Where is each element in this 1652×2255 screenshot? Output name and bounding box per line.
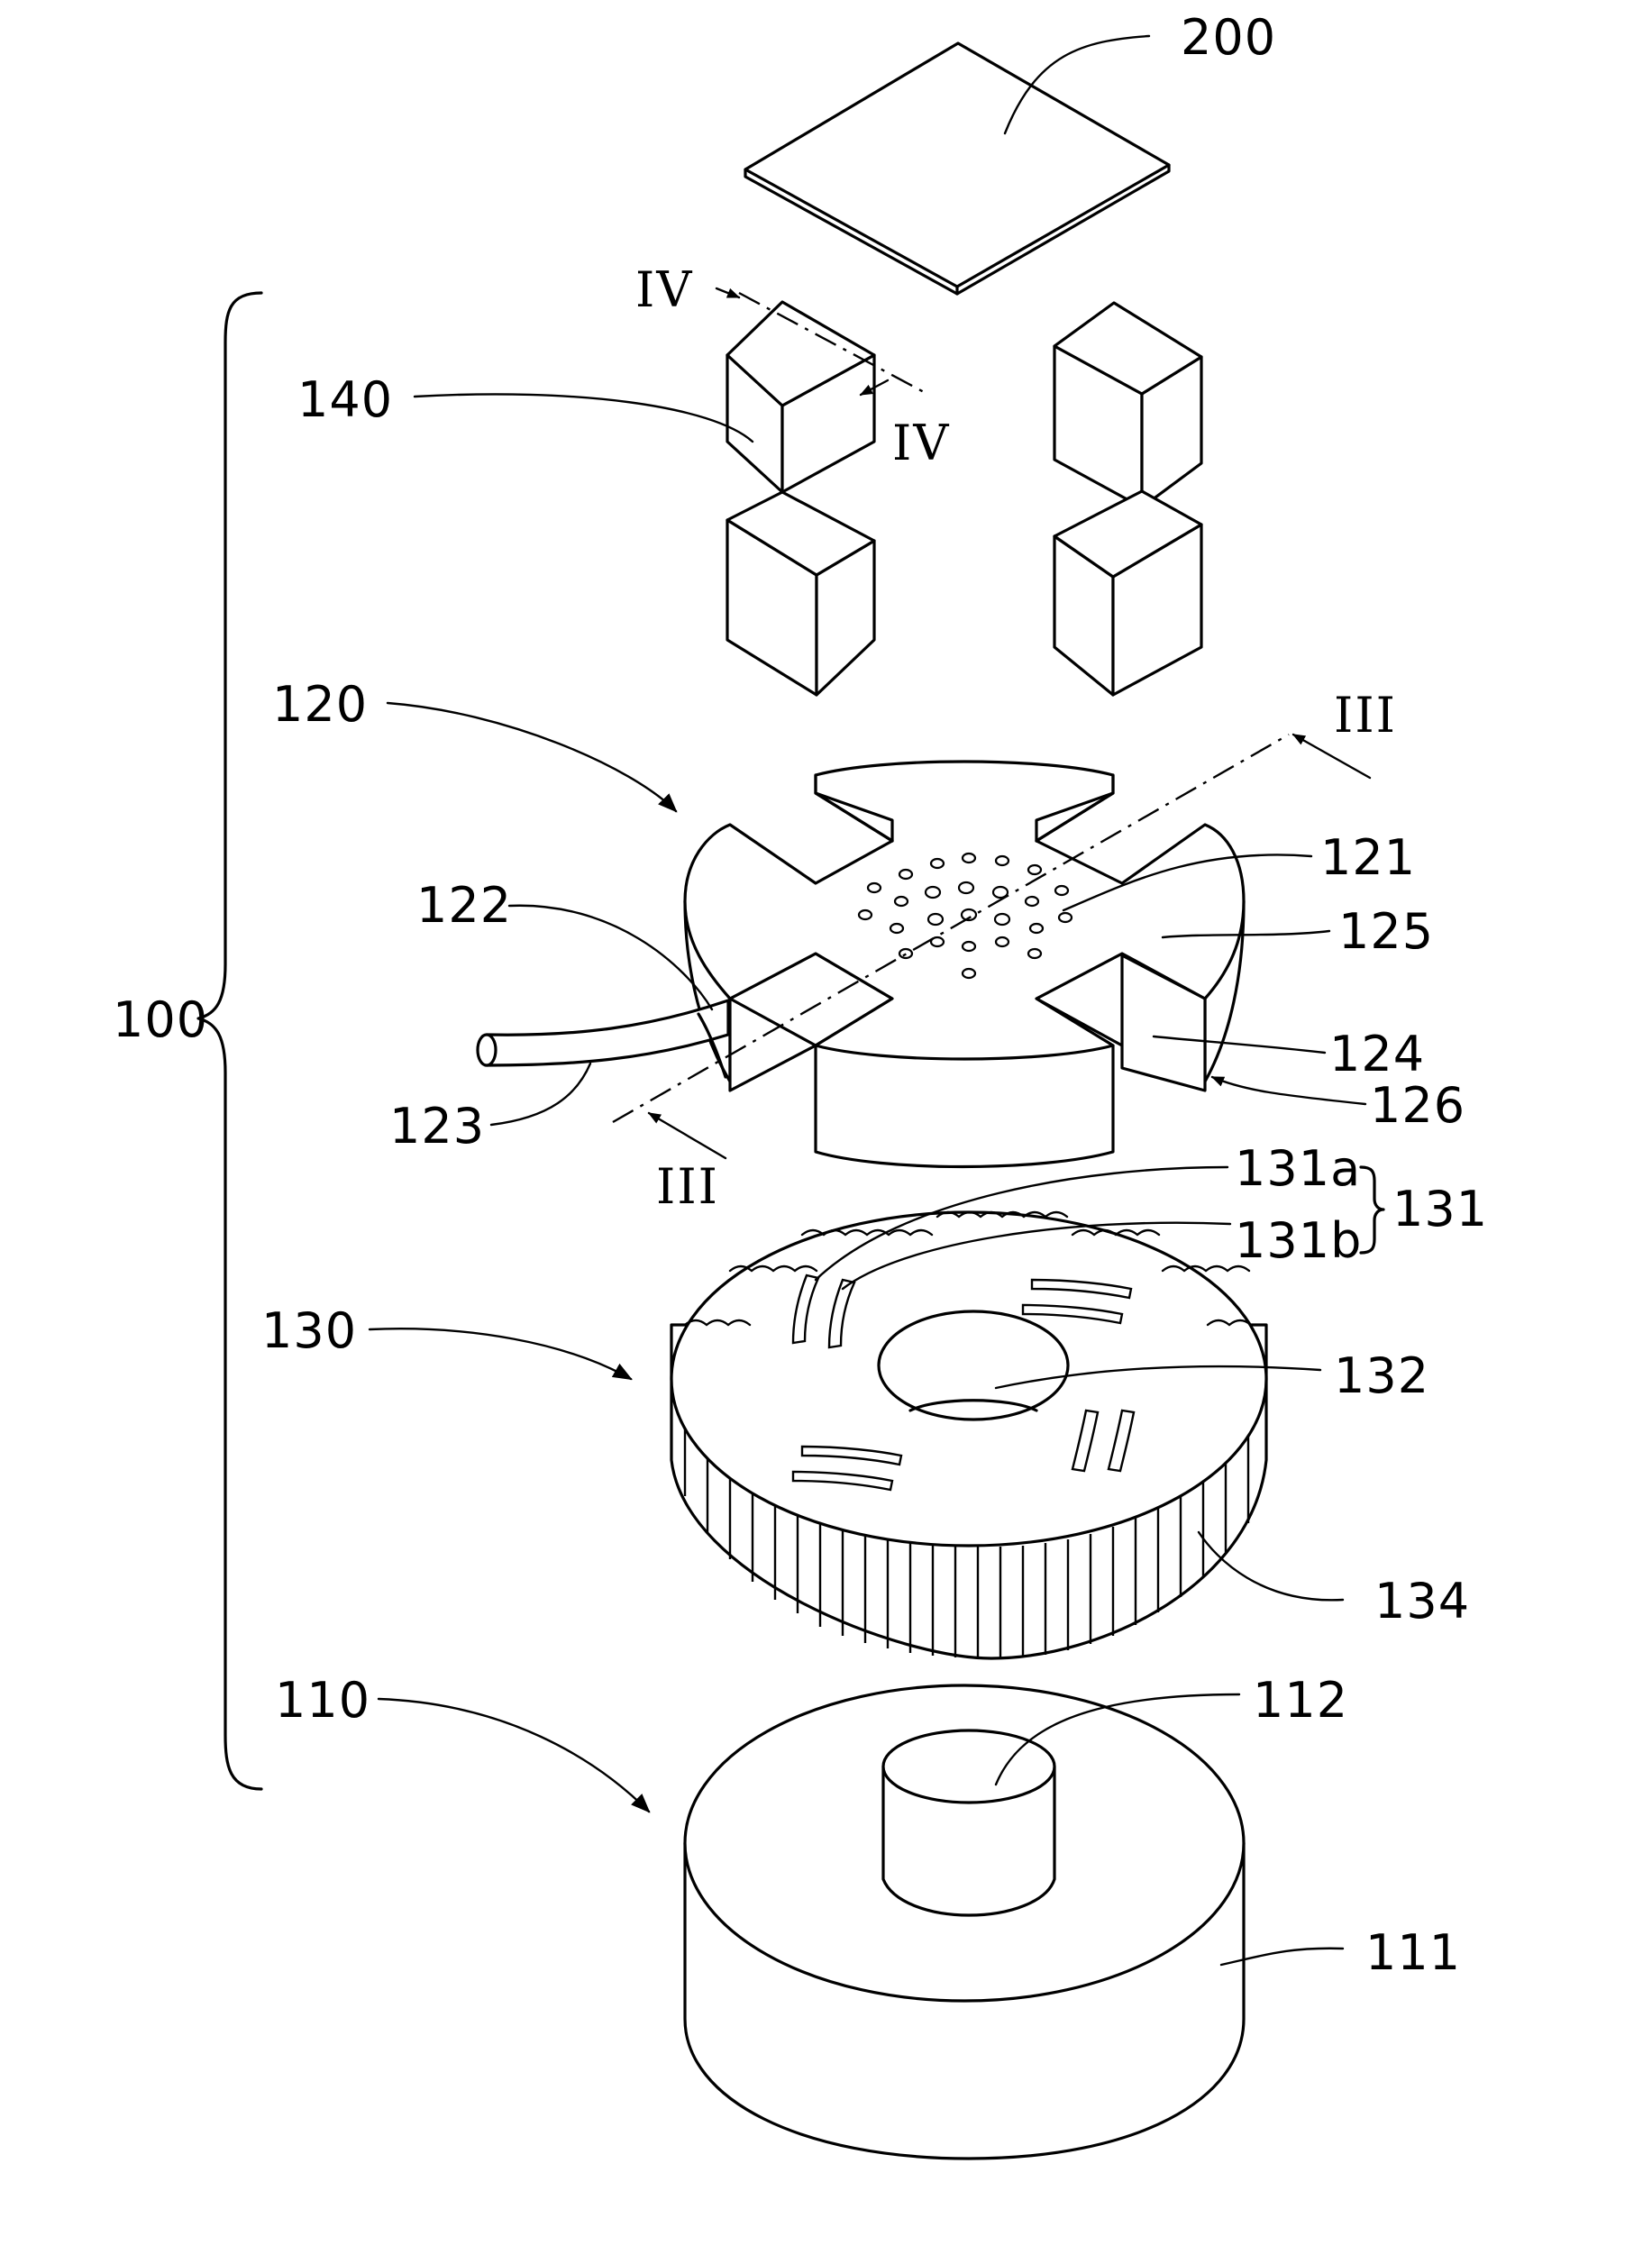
label-111: 111 xyxy=(1365,1924,1461,1981)
section-iv-bottom: IV xyxy=(892,415,950,471)
label-120: 120 xyxy=(272,676,368,733)
section-iii-bottom: III xyxy=(656,1158,719,1215)
label-131b: 131b xyxy=(1235,1212,1362,1269)
label-140: 140 xyxy=(297,371,393,428)
label-123: 123 xyxy=(389,1098,485,1155)
section-iv-top: IV xyxy=(635,261,693,318)
heat-sink-cross xyxy=(478,735,1370,1167)
label-112: 112 xyxy=(1253,1672,1348,1729)
label-122: 122 xyxy=(416,877,512,934)
section-iii-top: III xyxy=(1334,687,1397,744)
base-with-post xyxy=(685,1685,1244,2159)
label-131a: 131a xyxy=(1235,1140,1361,1197)
block-lower-left xyxy=(727,492,874,695)
label-132: 132 xyxy=(1334,1347,1429,1404)
label-121: 121 xyxy=(1320,829,1416,886)
block-upper-right xyxy=(1054,303,1201,507)
gear-ring xyxy=(671,1212,1266,1658)
label-126: 126 xyxy=(1370,1077,1465,1134)
label-100: 100 xyxy=(113,991,208,1048)
label-125: 125 xyxy=(1338,903,1434,960)
label-131: 131 xyxy=(1392,1181,1488,1237)
label-200: 200 xyxy=(1181,9,1276,66)
cover-plate xyxy=(745,43,1169,294)
label-130: 130 xyxy=(261,1302,357,1359)
label-124: 124 xyxy=(1329,1026,1425,1082)
block-lower-right xyxy=(1054,491,1201,695)
label-134: 134 xyxy=(1374,1573,1470,1630)
light-source-blocks xyxy=(716,288,1201,695)
block-upper-left xyxy=(727,302,874,492)
label-110: 110 xyxy=(275,1672,370,1729)
